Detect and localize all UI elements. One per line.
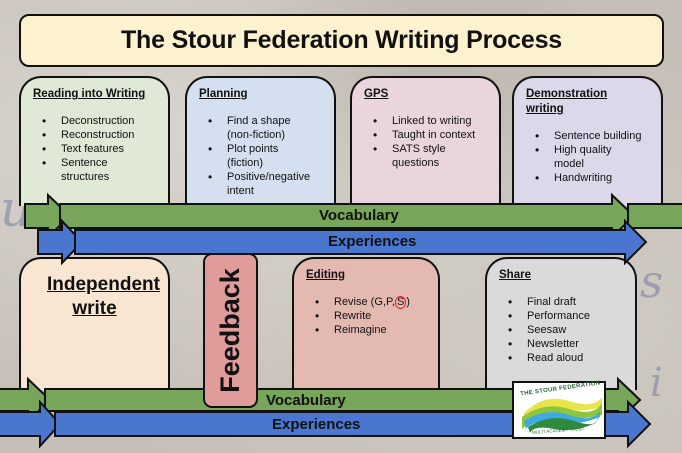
experiences-label-top: Experiences: [328, 233, 417, 250]
list-item: Rewrite: [306, 309, 426, 323]
list-item-text: Revise (G,P,: [334, 296, 395, 308]
list-item: Text features: [33, 142, 156, 156]
card-heading: Independent write: [47, 274, 160, 319]
card-gps: GPS Linked to writing Taught in context …: [350, 76, 501, 206]
logo-waves-icon: [522, 397, 602, 433]
list-item: Reconstruction: [33, 128, 156, 142]
vocabulary-arrow-band: [59, 192, 636, 240]
experiences-arrow-left: [0, 399, 62, 449]
list-item: Sentence structures: [33, 156, 156, 184]
card-demonstration-writing: Demonstration writing Sentence building …: [512, 76, 663, 206]
card-list: Sentence building High quality model Han…: [526, 129, 649, 185]
list-item: Handwriting: [526, 171, 649, 185]
card-editing: Editing Revise (G,P,S) Rewrite Reimagine: [292, 257, 440, 390]
card-list: Deconstruction Reconstruction Text featu…: [33, 114, 156, 184]
card-reading-into-writing: Reading into Writing Deconstruction Reco…: [19, 76, 170, 206]
card-list: Find a shape (non-fiction) Plot points (…: [199, 114, 322, 198]
list-item: SATS style questions: [364, 142, 487, 170]
background-handwriting: i: [650, 360, 663, 406]
card-heading: Reading into Writing: [33, 88, 146, 100]
card-share: Share Final draft Performance Seesaw New…: [485, 257, 637, 390]
list-item: Taught in context: [364, 128, 487, 142]
list-item: Performance: [499, 309, 623, 323]
stour-federation-logo: THE STOUR FEDERATION MULTI ACADEMY TRUST: [512, 380, 606, 439]
list-item: Read aloud: [499, 351, 623, 365]
page-title: The Stour Federation Writing Process: [120, 26, 563, 54]
card-heading: Editing: [306, 269, 345, 281]
list-item: Plot points (fiction): [199, 142, 322, 170]
list-item: Find a shape (non-fiction): [199, 114, 322, 142]
card-heading: GPS: [364, 88, 389, 100]
card-list: Revise (G,P,S) Rewrite Reimagine: [306, 295, 426, 337]
card-heading: Share: [499, 269, 531, 281]
vocabulary-label-top: Vocabulary: [319, 207, 399, 224]
list-item: High quality model: [526, 143, 649, 171]
card-list: Linked to writing Taught in context SATS…: [364, 114, 487, 170]
feedback-label: Feedback: [215, 268, 245, 393]
list-item-text: ): [406, 296, 410, 308]
list-item: Deconstruction: [33, 114, 156, 128]
card-list: Final draft Performance Seesaw Newslette…: [499, 295, 623, 365]
card-independent-write: Independent write: [19, 257, 170, 390]
title-banner: The Stour Federation Writing Process: [19, 14, 664, 67]
list-item: Linked to writing: [364, 114, 487, 128]
card-heading: Planning: [199, 88, 248, 100]
experiences-label-bottom: Experiences: [272, 416, 361, 433]
list-item: Positive/negative intent: [199, 170, 322, 198]
experiences-arrow-left: [37, 218, 84, 266]
list-item: Newsletter: [499, 337, 623, 351]
feedback-box: Feedback: [203, 253, 258, 408]
experiences-arrow-band: [54, 399, 652, 449]
card-planning: Planning Find a shape (non-fiction) Plot…: [185, 76, 336, 206]
card-heading: Demonstration writing: [526, 88, 608, 115]
vocabulary-arrow-extension: [627, 203, 682, 229]
list-item: Reimagine: [306, 323, 426, 337]
list-item: Seesaw: [499, 323, 623, 337]
list-item: Final draft: [499, 295, 623, 309]
experiences-arrow-band: [74, 218, 648, 266]
list-item: Sentence building: [526, 129, 649, 143]
background-handwriting: s: [640, 255, 664, 308]
vocabulary-label-bottom: Vocabulary: [266, 392, 346, 409]
